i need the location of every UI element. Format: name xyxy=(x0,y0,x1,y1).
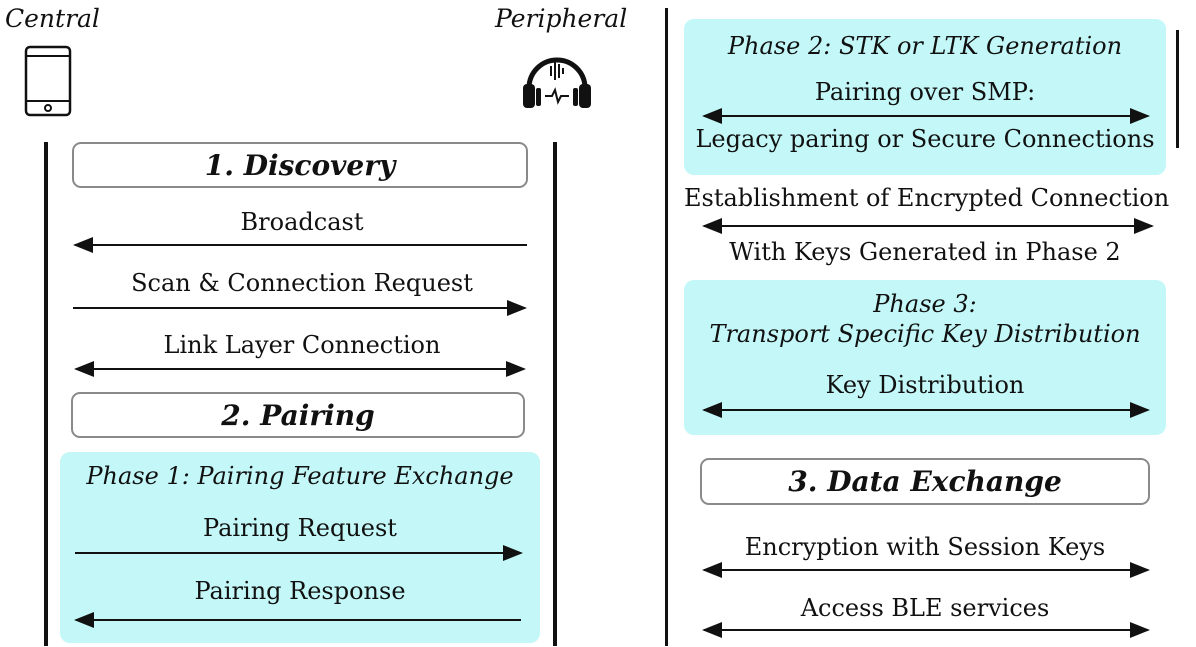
headphones-icon xyxy=(521,48,593,112)
link-layer-label: Link Layer Connection xyxy=(163,331,441,359)
encryption-label: Encryption with Session Keys xyxy=(744,533,1106,561)
with-keys-label: With Keys Generated in Phase 2 xyxy=(729,238,1121,266)
broadcast-label: Broadcast xyxy=(240,208,364,236)
phase1-title: Phase 1: Pairing Feature Exchange xyxy=(86,462,514,490)
phase2-title: Phase 2: STK or LTK Generation xyxy=(727,32,1123,60)
right-edge-mark xyxy=(1176,30,1179,148)
legacy-pairing-label: Legacy paring or Secure Connections xyxy=(695,125,1155,153)
phase3-title-line2: Transport Specific Key Distribution xyxy=(709,320,1141,348)
pairing-request-label: Pairing Request xyxy=(203,514,397,542)
phase3-title-line1: Phase 3: xyxy=(873,290,977,318)
panel-divider xyxy=(665,8,668,646)
central-lifeline xyxy=(44,142,48,646)
pairing-smp-label: Pairing over SMP: xyxy=(814,78,1036,106)
key-distribution-label: Key Distribution xyxy=(825,371,1025,399)
phase2-box xyxy=(684,19,1166,175)
pairing-section-title: 2. Pairing xyxy=(71,392,525,438)
discovery-section-title: 1. Discovery xyxy=(72,142,528,188)
central-label: Central xyxy=(5,4,100,33)
peripheral-label: Peripheral xyxy=(495,4,628,33)
pairing-response-label: Pairing Response xyxy=(194,577,406,605)
establishment-label: Establishment of Encrypted Connection xyxy=(684,184,1170,212)
peripheral-lifeline xyxy=(553,142,557,646)
smartphone-icon xyxy=(24,45,72,117)
access-ble-label: Access BLE services xyxy=(800,594,1050,622)
scan-request-label: Scan & Connection Request xyxy=(131,269,473,297)
data-exchange-section-title: 3. Data Exchange xyxy=(700,458,1150,505)
phase1-box xyxy=(60,452,540,643)
